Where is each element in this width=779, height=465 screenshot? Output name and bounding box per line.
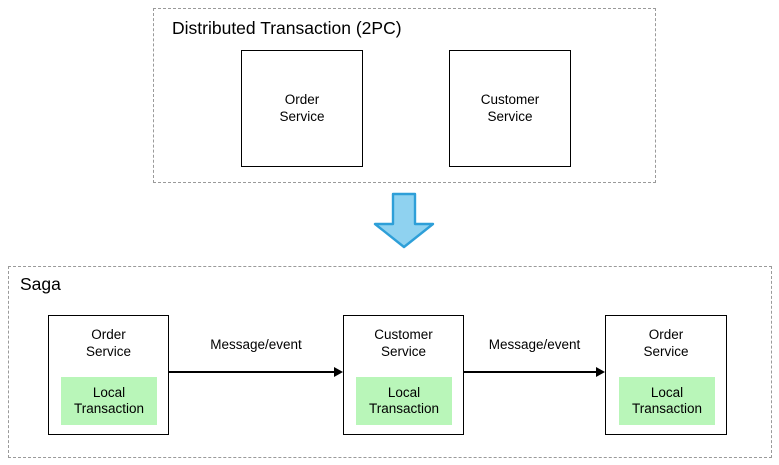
down-arrow-icon <box>371 192 437 249</box>
service-box-customer-service-2pc[interactable]: Customer Service <box>449 50 571 167</box>
connector-label-2: Message/event <box>488 337 581 352</box>
service-label-customer-service-2pc: Customer Service <box>480 92 540 124</box>
connector-label-1: Message/event <box>210 337 302 352</box>
service-label-order-service-2pc: Order Service <box>279 92 325 124</box>
service-box-order-service-2pc[interactable]: Order Service <box>241 50 363 167</box>
service-label-order-service-saga-2: Order Service <box>643 327 689 359</box>
local-transaction-chip-customer-service-saga: Local Transaction <box>356 377 452 425</box>
local-transaction-chip-order-service-saga-1: Local Transaction <box>61 377 157 425</box>
connector-line-2 <box>464 371 596 373</box>
group-saga <box>8 266 772 458</box>
service-label-customer-service-saga: Customer Service <box>374 327 433 359</box>
service-box-customer-service-saga[interactable]: Customer Service Local Transaction <box>343 315 464 435</box>
connector-arrowhead-2 <box>596 367 605 377</box>
service-box-order-service-saga-2[interactable]: Order Service Local Transaction <box>605 315 727 435</box>
group-distributed-transaction <box>153 8 656 183</box>
service-box-order-service-saga-1[interactable]: Order Service Local Transaction <box>48 315 169 435</box>
local-transaction-chip-order-service-saga-2: Local Transaction <box>619 377 715 425</box>
group-title-saga: Saga <box>20 274 61 294</box>
service-label-order-service-saga-1: Order Service <box>85 327 131 359</box>
connector-arrowhead-1 <box>334 367 343 377</box>
connector-line-1 <box>169 371 334 373</box>
group-title-distributed-transaction: Distributed Transaction (2PC) <box>172 18 402 38</box>
